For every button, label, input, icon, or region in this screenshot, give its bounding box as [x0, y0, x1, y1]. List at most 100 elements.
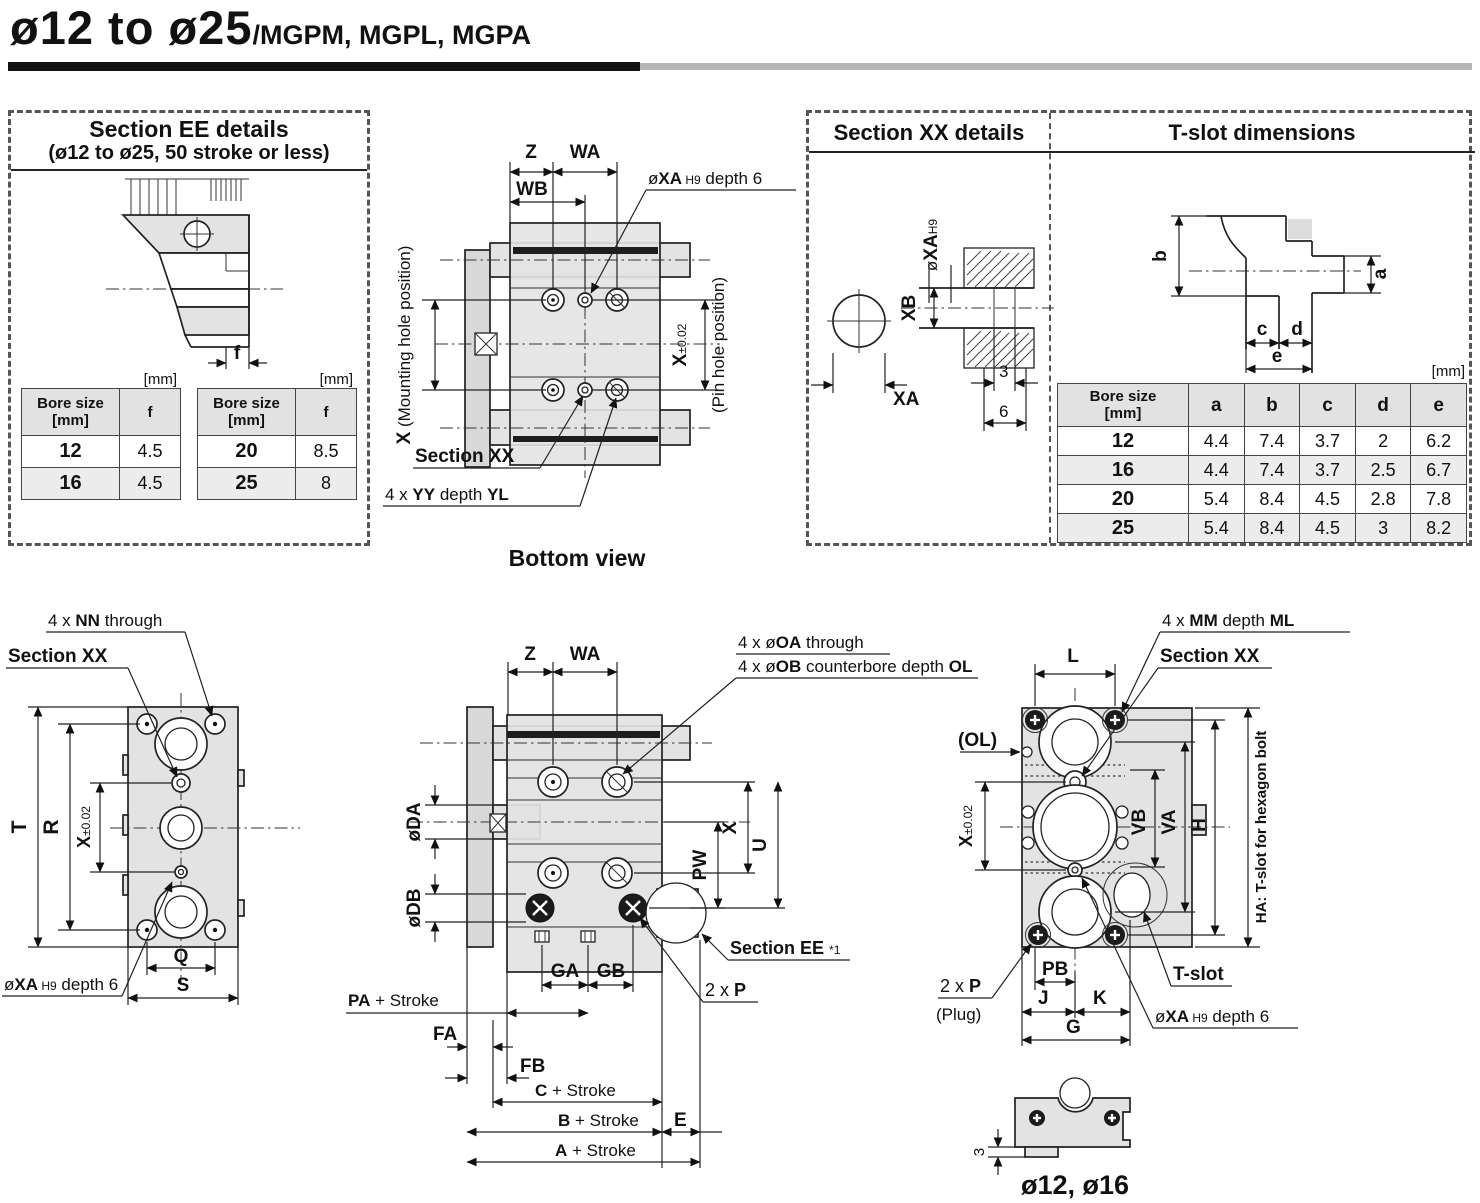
dim-t: T: [8, 820, 31, 833]
side-view-body: [1000, 688, 1230, 972]
cell: 7.4: [1243, 426, 1301, 456]
dim-3: 3: [971, 1148, 988, 1156]
section-ee-panel: Section EE details (ø12 to ø25, 50 strok…: [8, 110, 370, 546]
dim-da: øDA: [404, 802, 425, 841]
cell: 25: [1057, 513, 1189, 543]
cell: 6.2: [1410, 426, 1467, 456]
label-2xp: 2 x P: [705, 980, 746, 1000]
dim-j: J: [1038, 988, 1049, 1009]
front-view-body: [410, 706, 750, 973]
dim-db: øDB: [404, 888, 425, 927]
tslot-col: a: [1188, 383, 1245, 427]
label-mm: 4 x MM depth ML: [1162, 611, 1294, 630]
dim-6: 6: [999, 402, 1008, 421]
bottom-view-caption: Bottom view: [509, 545, 646, 571]
dim-d: d: [1291, 319, 1303, 340]
dim-h: H: [1189, 818, 1210, 832]
label-section-xx: Section XX: [415, 446, 515, 467]
tslot-col: b: [1243, 383, 1301, 427]
small-figure-caption: ø12, ø16: [1021, 1170, 1129, 1200]
section-xx-drawing: XA øXAH9 XB 3: [811, 219, 1054, 431]
cell: 8.2: [1410, 513, 1467, 543]
title-series: /MGPM, MGPL, MGPA: [252, 20, 531, 50]
dim-wa: WA: [570, 142, 601, 163]
cell: 2.8: [1354, 484, 1412, 514]
dim-u: U: [750, 838, 771, 852]
cell: 3: [1354, 513, 1412, 543]
front-view-dims: Z WA 4 x øOA through 4 x øOB counterbore…: [346, 633, 978, 1168]
side-view-drawing: L 4 x MM depth ML Section XX (OL) X±0.02…: [936, 611, 1350, 1200]
xx-pin-circle: XA: [811, 289, 920, 410]
section-xx-title: Section XX details: [809, 113, 1049, 153]
dim-s: S: [177, 975, 190, 996]
label-pa: PA + Stroke: [348, 991, 439, 1010]
panel-divider: [1049, 113, 1051, 543]
dim-vb: VB: [1129, 809, 1150, 835]
tslot-unit: [mm]: [1431, 363, 1465, 380]
t-slot-drawing: b a c d e: [1150, 215, 1391, 374]
label-section-xx: Section XX: [8, 646, 108, 667]
cell: 20: [1057, 484, 1189, 514]
label-ol: (OL): [958, 730, 997, 751]
left-view-dims: 4 x NN through Section XX T R X±0.02 Q S…: [2, 611, 239, 1005]
ee-col-bore: Bore size [mm]: [197, 388, 296, 436]
tslot-col-bore: Bore size [mm]: [1057, 383, 1189, 427]
cell: 4.4: [1188, 455, 1245, 485]
ee-f-label: f: [234, 343, 241, 364]
dim-3: 3: [999, 362, 1008, 381]
tslot-col: d: [1354, 383, 1412, 427]
dim-x-tol: X±0.02: [74, 806, 94, 848]
dim-x: X: [720, 821, 741, 834]
dim-xb: XB: [899, 295, 920, 321]
dim-k: K: [1093, 988, 1107, 1009]
tslot-profile: [1189, 215, 1361, 373]
dim-z: Z: [525, 142, 537, 163]
cell: 8.4: [1243, 513, 1301, 543]
section-ee-header: Section EE details (ø12 to ø25, 50 strok…: [11, 113, 367, 171]
cell-f: 8.5: [295, 435, 357, 468]
dim-r: R: [40, 819, 63, 834]
label-yy: 4 x YY depth YL: [385, 485, 509, 504]
label-ob: 4 x øOB counterbore depth OL: [738, 657, 972, 676]
cell-f: 8: [295, 467, 357, 500]
label-ha: HA: T-slot for hexagon bolt: [1253, 731, 1270, 924]
left-view-drawing: 4 x NN through Section XX T R X±0.02 Q S…: [2, 611, 300, 1005]
tslot-dims: b a c d e: [1150, 215, 1391, 374]
cell-bore: 12: [21, 435, 120, 468]
ee-unit-right: [mm]: [319, 371, 353, 388]
dim-g: G: [1066, 1017, 1081, 1038]
label-nn: 4 x NN through: [48, 611, 162, 630]
cell: 6.7: [1410, 455, 1467, 485]
label-x-mounting: X (Mounting hole position): [394, 246, 415, 445]
page-title: ø12 to ø25/MGPM, MGPL, MGPA: [10, 0, 531, 55]
dim-pb: PB: [1042, 959, 1068, 980]
tslot-col: c: [1299, 383, 1356, 427]
ee-unit-left: [mm]: [143, 371, 177, 388]
section-ee-drawing: f: [106, 178, 283, 369]
dim-wa: WA: [570, 644, 601, 665]
cell: 2: [1354, 426, 1412, 456]
cell: 5.4: [1188, 484, 1245, 514]
dim-z: Z: [524, 644, 536, 665]
dim-e: e: [1272, 346, 1283, 367]
dim-l: L: [1067, 646, 1079, 667]
cell: 7.4: [1243, 455, 1301, 485]
label-oxa-depth: øXA H9 depth 6: [4, 975, 118, 994]
cell: 8.4: [1243, 484, 1301, 514]
label-oxa-depth: øXA H9 depth 6: [648, 169, 762, 188]
dim-e: E: [674, 1110, 687, 1131]
tslot-col: e: [1410, 383, 1467, 427]
dim-gb: GB: [597, 961, 626, 982]
cell: 4.5: [1299, 484, 1356, 514]
label-t-slot: T-slot: [1173, 964, 1224, 985]
ee-col-f: f: [119, 388, 181, 436]
label-oa: 4 x øOA through: [738, 633, 864, 652]
dim-va: VA: [1159, 809, 1180, 834]
label-b-stroke: B + Stroke: [558, 1111, 639, 1130]
dim-x-tol: X±0.02: [956, 805, 976, 847]
